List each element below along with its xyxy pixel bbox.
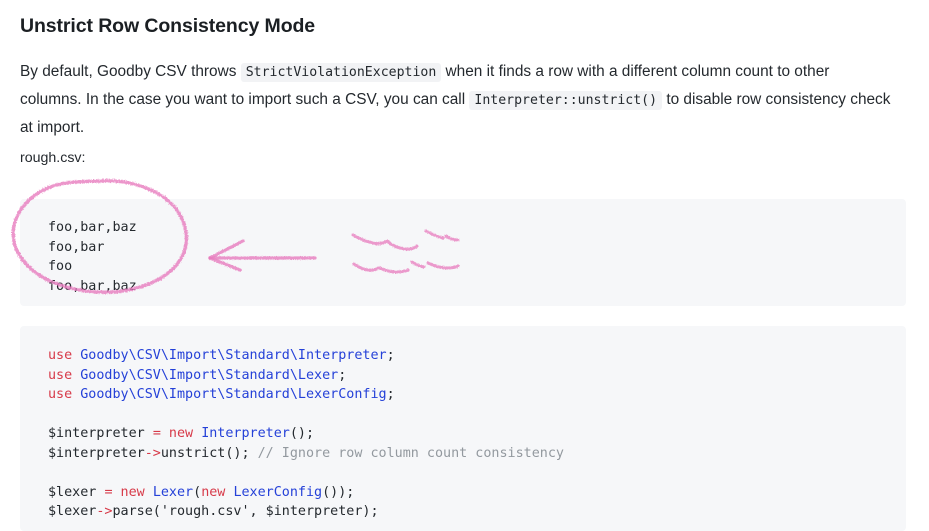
csv-code-block: foo,bar,baz foo,bar foo foo,bar,baz: [20, 199, 906, 307]
php-blank-line-1: [48, 405, 906, 425]
php-terminator-6: ());: [322, 484, 355, 500]
php-var-lexer-1: $lexer: [48, 484, 105, 500]
php-terminator-3: ;: [386, 387, 395, 403]
php-class-lexerconfig: LexerConfig: [233, 484, 323, 500]
php-operator-arrow-2: ->: [96, 504, 113, 520]
paragraph-text-part-1: By default, Goodby CSV throws: [20, 63, 241, 80]
php-operator-assign-2: =: [104, 484, 113, 500]
php-paren-open: (: [193, 484, 202, 500]
php-class-path-1: Goodby\CSV\Import\Standard\Interpreter: [80, 348, 387, 364]
php-class-path-2: Goodby\CSV\Import\Standard\Lexer: [80, 367, 339, 383]
paragraph-text-part-3: to disable row consistency check at impo…: [20, 91, 891, 136]
php-keyword-new-3: new: [201, 484, 234, 500]
csv-line-3: foo: [48, 259, 73, 275]
inline-code-strict-violation-exception: StrictViolationException: [240, 63, 442, 82]
php-class-lexer: Lexer: [152, 484, 194, 500]
php-code-block: use Goodby\CSV\Import\Standard\Interpret…: [20, 326, 906, 531]
php-call-unstrict: unstrict();: [160, 445, 258, 461]
paragraph-text-part-2: when it finds a row with a different col…: [20, 63, 830, 108]
inline-code-interpreter-unstrict: Interpreter::unstrict(): [469, 91, 663, 110]
php-terminator-2: ;: [338, 367, 347, 383]
php-var-lexer-2: $lexer: [48, 504, 97, 520]
php-var-interpreter-1: $interpreter: [48, 426, 153, 442]
php-blank-line-2: [48, 463, 906, 483]
php-keyword-use-3: use: [48, 387, 73, 403]
php-operator-assign-1: =: [152, 426, 161, 442]
php-terminator-1: ;: [386, 348, 395, 364]
php-keyword-new-1: new: [160, 426, 202, 442]
csv-line-1: foo,bar,baz: [48, 220, 137, 236]
php-call-parse: parse('rough.csv', $interpreter);: [112, 504, 379, 520]
php-keyword-use-2: use: [48, 367, 73, 383]
php-class-interpreter: Interpreter: [201, 426, 290, 442]
php-var-interpreter-2: $interpreter: [48, 445, 145, 461]
csv-line-2: foo,bar: [48, 239, 105, 255]
php-terminator-4: ();: [289, 426, 315, 442]
php-operator-arrow-1: ->: [144, 445, 161, 461]
php-keyword-new-2: new: [112, 484, 153, 500]
intro-paragraph: By default, Goodby CSV throws StrictViol…: [20, 58, 892, 141]
php-class-path-3: Goodby\CSV\Import\Standard\LexerConfig: [80, 387, 387, 403]
php-keyword-use-1: use: [48, 348, 73, 364]
csv-line-4: foo,bar,baz: [48, 278, 137, 294]
page-title: Unstrict Row Consistency Mode: [20, 15, 316, 37]
file-caption-rough-csv: rough.csv:: [20, 150, 86, 166]
document-page: Unstrict Row Consistency Mode By default…: [11, 15, 906, 520]
php-comment-ignore-row-consistency: // Ignore row column count consistency: [257, 445, 564, 461]
